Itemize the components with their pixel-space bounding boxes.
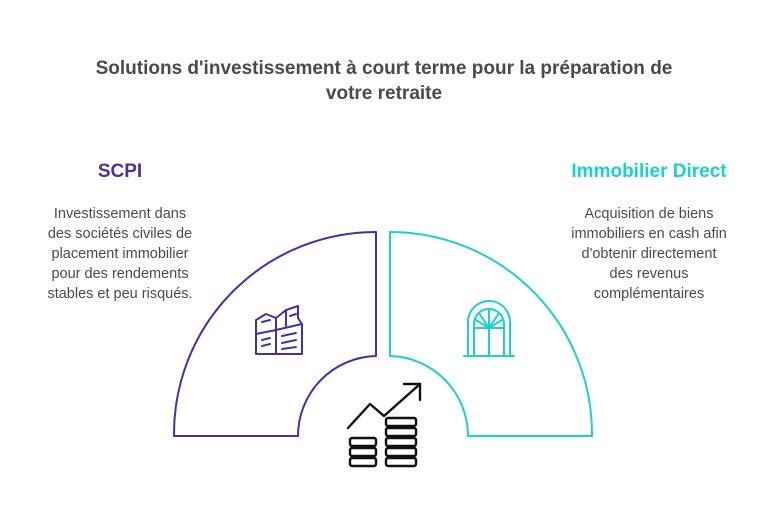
immobilier-direct-description: Acquisition de biens immobiliers en cash…: [540, 204, 758, 304]
immo-desc-line-5: complémentaires: [593, 286, 705, 302]
buildings-icon: [255, 305, 303, 355]
scpi-heading: SCPI: [97, 161, 143, 182]
immo-desc-line-3: d'obtenir directement: [581, 246, 717, 262]
scpi-segment: [172, 231, 377, 437]
scpi-desc-line-1: Investissement dans: [53, 206, 187, 222]
scpi-desc-line-3: placement immobilier: [51, 246, 189, 262]
scpi-desc-line-2: des sociétés civiles de: [47, 226, 193, 242]
immobilier-direct-segment: [389, 231, 594, 437]
immo-desc-line-1: Acquisition de biens: [584, 206, 714, 222]
arched-window-icon: [463, 300, 515, 357]
scpi-desc-line-5: stables et peu risqués.: [47, 286, 193, 302]
immo-desc-line-4: des revenus: [609, 266, 689, 282]
scpi-desc-line-4: pour des rendements: [51, 266, 189, 282]
immobilier-direct-heading: Immobilier Direct: [571, 161, 727, 182]
title-line-2: votre retraite: [325, 83, 443, 104]
title-line-1: Solutions d'investissement à court terme…: [95, 58, 673, 79]
growth-coins-icon: [346, 382, 422, 468]
scpi-description: Investissement dans des sociétés civiles…: [20, 204, 220, 304]
immo-desc-line-2: immobiliers en cash afin: [571, 226, 727, 242]
diagram-title: Solutions d'investissement à court terme…: [40, 56, 728, 106]
